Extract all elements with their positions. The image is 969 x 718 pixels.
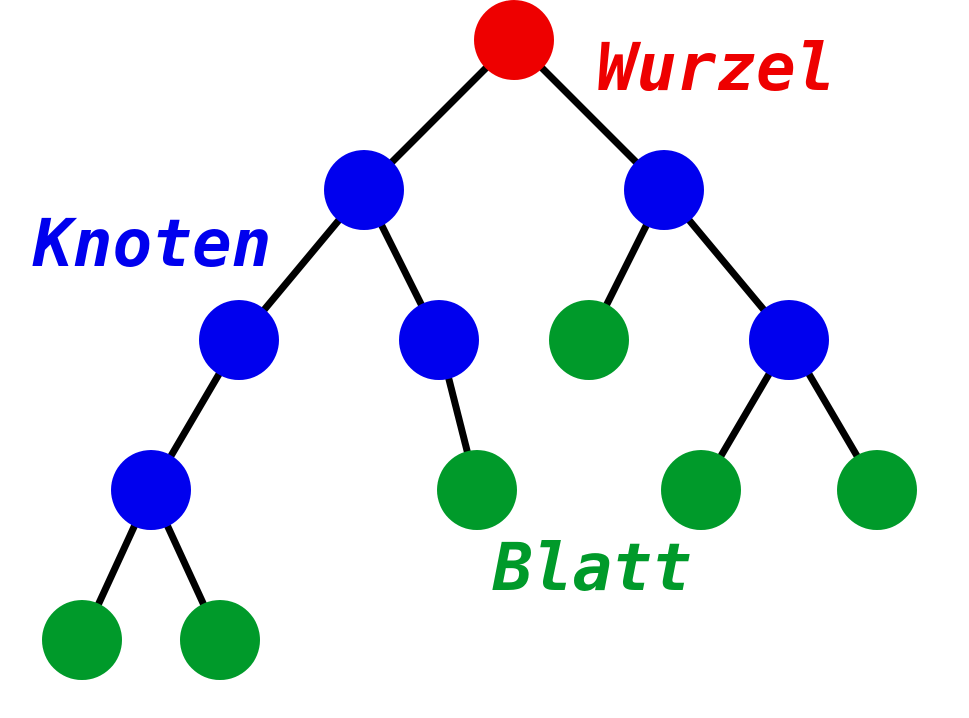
inner-node xyxy=(111,450,191,530)
leaf-node xyxy=(661,450,741,530)
leaf-node xyxy=(42,600,122,680)
leaf-node xyxy=(549,300,629,380)
inner-node-label: Knoten xyxy=(32,205,271,282)
leaf-node xyxy=(837,450,917,530)
inner-node xyxy=(624,150,704,230)
leaf-node xyxy=(437,450,517,530)
inner-node xyxy=(399,300,479,380)
inner-node xyxy=(749,300,829,380)
tree-nodes xyxy=(42,0,917,680)
leaf-node xyxy=(180,600,260,680)
root-node xyxy=(474,0,554,80)
root-label: Wurzel xyxy=(597,29,835,106)
leaf-label: Blatt xyxy=(492,529,692,606)
inner-node xyxy=(324,150,404,230)
inner-node xyxy=(199,300,279,380)
